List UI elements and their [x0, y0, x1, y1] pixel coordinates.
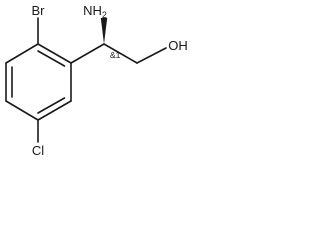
amine-symbol: NH [83, 3, 102, 18]
ring-double-bond-c1-c2 [37, 50, 66, 67]
amine-subscript: 2 [102, 10, 107, 20]
ring-bond-c1-c2 [37, 43, 72, 64]
chemical-structure: Br NH2 OH Cl &1 [5, 3, 188, 158]
ring-bond-c5-c6 [37, 100, 72, 121]
wedge-bond-chiral-nh2 [100, 18, 108, 44]
ring-bond-c2-c3 [5, 43, 39, 64]
bond-ch2-oh [136, 47, 167, 64]
atom-label-chlorine: Cl [32, 143, 44, 158]
bond-chiral-ch2 [103, 43, 138, 64]
atom-label-hydroxyl: OH [168, 38, 188, 53]
stereo-descriptor-label: &1 [110, 50, 121, 60]
atom-label-amine: NH2 [83, 3, 107, 20]
atom-label-bromine: Br [32, 3, 46, 18]
bond-c1-chiral [70, 43, 105, 64]
ring-double-bond-c5-c6 [37, 97, 66, 114]
ring-bond-c4-c5 [5, 100, 39, 121]
benzene-ring [5, 43, 72, 121]
